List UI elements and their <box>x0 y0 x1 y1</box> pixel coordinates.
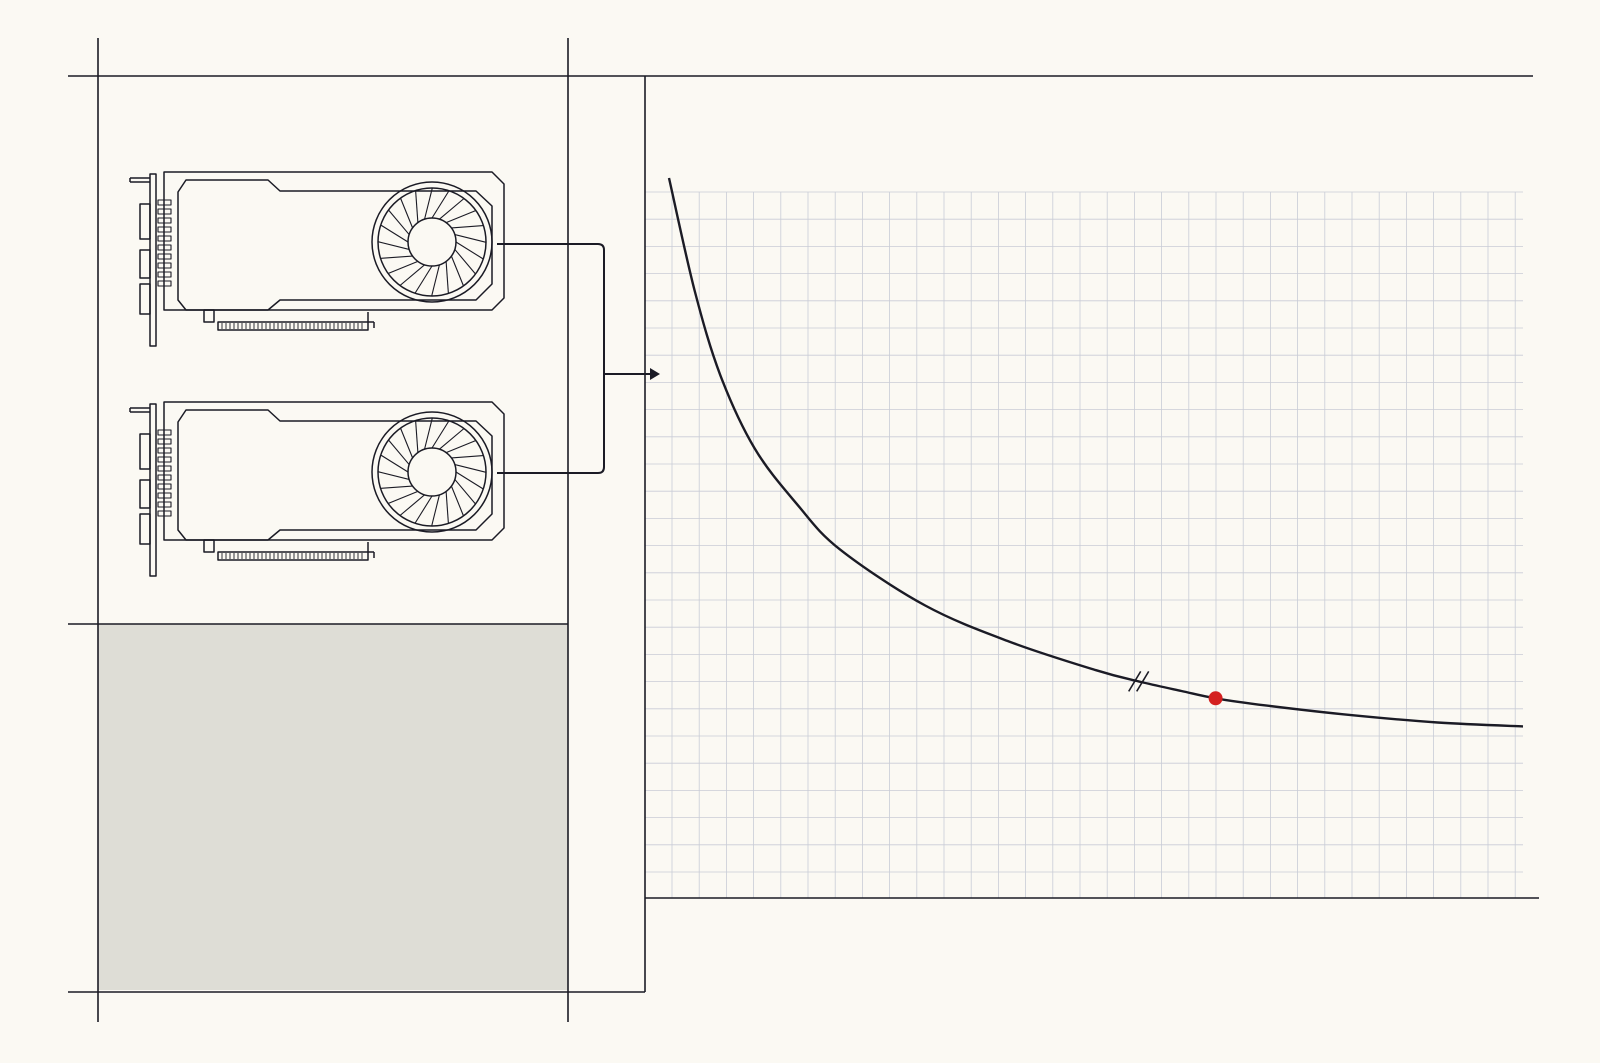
axis-break-marker <box>1128 670 1150 692</box>
chart-grid <box>645 191 1523 898</box>
merge-bracket <box>497 243 605 474</box>
chart-series-line <box>667 177 1524 728</box>
frame-lines <box>68 38 1539 1022</box>
merge-connector <box>497 243 650 474</box>
shaded-panel <box>98 624 568 990</box>
arrow-right-icon <box>650 368 660 380</box>
chart-highlight-point <box>1208 691 1223 706</box>
